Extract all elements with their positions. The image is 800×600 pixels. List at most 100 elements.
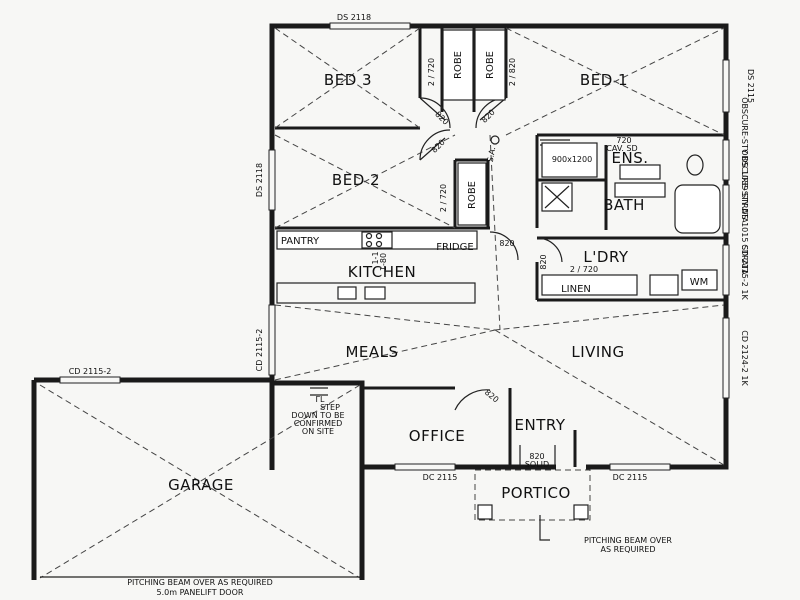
label-robe-bed1: ROBE [485, 51, 496, 79]
label-dim-1: 1-1 [371, 251, 380, 264]
label-door-ens: 720 [616, 136, 631, 145]
toilet-ens [686, 154, 704, 176]
label-robe-bed2: ROBE [467, 181, 478, 209]
label-window-ds2115-right: DS 2115 [746, 69, 755, 103]
notes: 1-1 1-80 PITCHING BEAM OVER AS REQUIRED … [127, 251, 672, 597]
label-pantry: PANTRY [281, 236, 320, 247]
robe-bed3 [442, 29, 474, 101]
fixtures [40, 29, 721, 578]
window-garage [59, 376, 121, 384]
label-dim-2: 1-80 [379, 253, 388, 271]
cooktop [361, 231, 393, 249]
robe-bed1 [474, 29, 506, 101]
label-window-cd2115-ldry: CD 2115-2 1K [740, 244, 749, 300]
portico-outline [474, 469, 591, 521]
label-window-dc2115-right: DC 2115 [613, 473, 648, 482]
note-garage-door: 5.0m PANELIFT DOOR [157, 588, 244, 597]
label-door-ldry: 820 [539, 254, 548, 269]
label-step-3: CONFIRMED [294, 419, 343, 428]
linen-cupboard [541, 274, 638, 296]
room-label-living: LIVING [571, 343, 624, 361]
vanity-bath [614, 182, 666, 198]
label-door-ldry-2: 2 / 720 [570, 265, 598, 274]
room-label-ens: ENS. [612, 149, 649, 167]
kitchen-sink [337, 286, 357, 300]
label-window-ds2118-top: DS 2118 [337, 13, 371, 22]
label-window-ds2118-left: DS 2118 [255, 163, 264, 197]
window-bed2 [268, 149, 276, 211]
smoke-alarm [490, 135, 500, 145]
room-label-ldry: L'DRY [583, 248, 628, 266]
window-meals [268, 304, 276, 376]
label-door-office: 820 [483, 388, 500, 405]
label-door-820-a: 820 [433, 110, 450, 127]
ceiling-lines [39, 27, 725, 579]
fixture-labels: ROBE ROBE ROBE PANTRY FRIDGE LINEN WM 90… [281, 51, 708, 295]
interior-walls [275, 28, 724, 467]
note-garage-beam: PITCHING BEAM OVER AS REQUIRED [127, 578, 273, 587]
label-window-cd2115-meals: CD 2115-2 [255, 329, 264, 372]
label-fridge: FRIDGE [436, 242, 473, 253]
label-window-obscure-ens: OBSCURE-STY DS 1039 STRATA [740, 97, 749, 223]
label-robe-bed3: ROBE [453, 51, 464, 79]
room-label-entry: ENTRY [515, 416, 566, 434]
portico-post-left [477, 504, 493, 520]
label-window-cd2124: CD 2124-2 1K [740, 330, 749, 386]
robe-bed2 [457, 162, 487, 226]
door-kitchen [489, 231, 519, 261]
label-wm: WM [690, 277, 709, 288]
label-door-solid: SOLID [525, 460, 549, 469]
bathtub [674, 184, 721, 234]
shower [541, 142, 598, 178]
label-window-dc2115-left: DC 2115 [423, 473, 458, 482]
window-bed1 [722, 59, 730, 113]
dishwasher [364, 286, 386, 300]
label-door-bed3: 2 / 720 [427, 58, 436, 86]
laundry-tub [649, 274, 679, 296]
room-label-garage: GARAGE [168, 476, 234, 494]
label-window-obscure-bath: OBSCURE-STY DS 1015 STRATA [740, 149, 749, 275]
label-linen: LINEN [561, 284, 591, 295]
washing-machine [681, 269, 718, 291]
label-window-cd2115-garage: CD 2115-2 [69, 367, 112, 376]
door-office [454, 389, 491, 411]
door-entry [519, 445, 556, 465]
window-ens [722, 139, 730, 181]
note-portico-beam-2: AS REQUIRED [601, 545, 656, 554]
note-portico-beam-1: PITCHING BEAM OVER [584, 536, 672, 545]
room-label-kitchen: KITCHEN [348, 263, 417, 281]
label-step-1: STEP [320, 403, 340, 412]
vanity-ens [619, 164, 661, 180]
room-label-meals: MEALS [345, 343, 398, 361]
room-label-bath: BATH [603, 196, 645, 214]
window-living [722, 317, 730, 399]
label-step-4: ON SITE [302, 427, 334, 436]
label-shower: 900x1200 [552, 155, 592, 164]
window-ldry [722, 244, 730, 296]
window-labels: DS 2118 DS 2118 DS 2115 OBSCURE-STY DS 1… [69, 13, 755, 482]
label-door-bed1: 2 / 820 [508, 58, 517, 86]
window-office [394, 463, 456, 471]
label-door-kitchen: 820 [499, 239, 514, 248]
label-step-marker: ΓL [316, 395, 325, 404]
room-label-bed2: BED 2 [332, 171, 380, 189]
window-bath [722, 184, 730, 234]
room-label-bed3: BED 3 [324, 71, 372, 89]
room-labels: BED 3 BED 1 BED 2 ENS. BATH L'DRY KITCHE… [168, 71, 648, 502]
label-cavity-slider: CAV. SD [606, 144, 637, 153]
windows [59, 22, 730, 471]
door-bed2 [419, 129, 451, 161]
label-step-2: DOWN TO BE [291, 411, 344, 420]
label-door-entry: 820 [529, 452, 544, 461]
window-bed3-top [329, 22, 411, 30]
door-bed3 [419, 97, 451, 129]
room-label-bed1: BED 1 [580, 71, 628, 89]
room-label-office: OFFICE [409, 427, 465, 445]
door-ldry [536, 237, 563, 263]
window-living-front [609, 463, 671, 471]
portico-post-right [573, 504, 589, 520]
label-door-bed2: 2 / 720 [439, 184, 448, 212]
label-smoke-alarm: S.A. [486, 146, 498, 163]
room-label-portico: PORTICO [501, 484, 571, 502]
